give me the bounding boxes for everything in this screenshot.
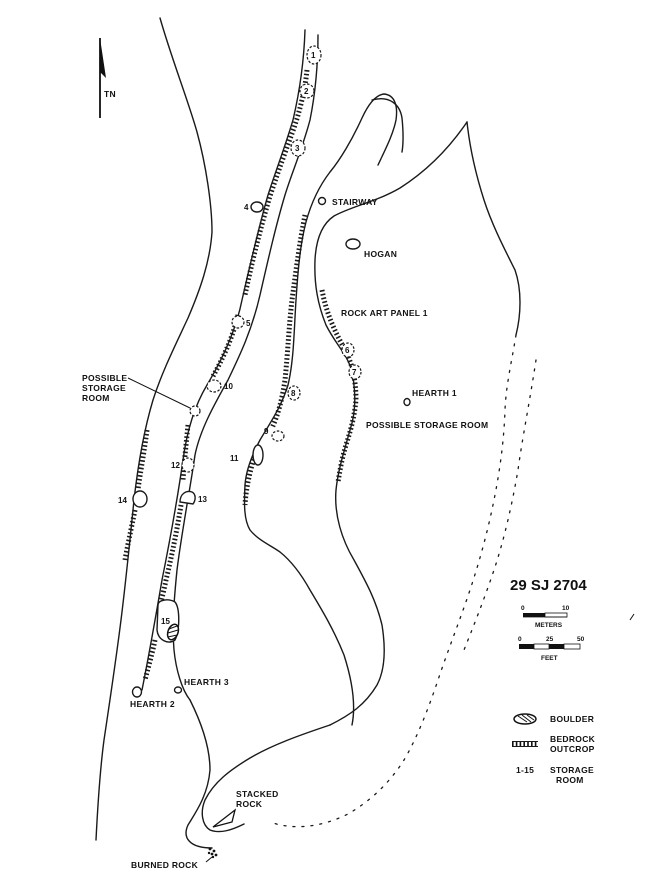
west-ledge-outer — [141, 29, 306, 691]
room-13-label: 13 — [198, 495, 207, 504]
north-arrow: TN — [99, 38, 116, 118]
possible-storage-west-line3: ROOM — [82, 393, 110, 403]
burned-rock: BURNED ROCK — [131, 847, 218, 870]
feet-tick-25: 25 — [546, 636, 554, 643]
legend-boulder-label: BOULDER — [550, 714, 594, 724]
room-1-label: 1 — [311, 51, 316, 60]
north-label: TN — [104, 89, 116, 99]
possible-storage-west-line1: POSSIBLE — [82, 373, 127, 383]
room-3-label: 3 — [295, 144, 300, 153]
legend-bedrock-line1: BEDROCK — [550, 734, 596, 744]
hogan-label: HOGAN — [364, 249, 397, 259]
meters-tick-0: 0 — [521, 605, 525, 612]
bedrock-east — [319, 289, 359, 483]
hogan: HOGAN — [345, 238, 397, 259]
meters-tick-10: 10 — [562, 605, 570, 612]
central-promontory — [244, 93, 398, 486]
south-canyon-floor — [201, 724, 331, 833]
legend: BOULDER BEDROCK OUTCROP 1-15 STORAGE ROO… — [512, 713, 596, 785]
legend-room-key: 1-15 — [516, 765, 534, 775]
room-15-label: 15 — [161, 617, 170, 626]
hearth-1: HEARTH 1 — [403, 388, 457, 407]
room-7-label: 7 — [352, 368, 357, 377]
east-canyon-rim — [466, 121, 521, 336]
bedrock-central-west — [269, 214, 308, 430]
room-12-label: 12 — [171, 461, 180, 470]
storage-rooms: 1 2 3 4 5 6 7 8 9 10 11 12 13 14 15 — [118, 45, 362, 643]
possible-storage-room-west: POSSIBLE STORAGE ROOM — [82, 373, 201, 417]
meters-unit: METERS — [535, 622, 563, 629]
room-6-label: 6 — [345, 346, 350, 355]
site-number: 29 SJ 2704 — [510, 577, 587, 594]
room-4-label: 4 — [244, 203, 249, 212]
stacked-rock: STACKED ROCK — [212, 789, 279, 828]
room-5-label: 5 — [246, 319, 251, 328]
feet-tick-50: 50 — [577, 636, 585, 643]
legend-bedrock: BEDROCK OUTCROP — [512, 734, 596, 754]
hearth-3: HEARTH 3 — [173, 677, 229, 694]
stairway-label: STAIRWAY — [332, 197, 378, 207]
east-canyon-dashed — [269, 334, 517, 828]
rock-art-label: ROCK ART PANEL 1 — [341, 308, 428, 318]
legend-bedrock-line2: OUTCROP — [550, 744, 595, 754]
room-9-label: 9 — [264, 427, 269, 436]
stacked-rock-line2: ROCK — [236, 799, 263, 809]
hearth-3-label: HEARTH 3 — [184, 677, 229, 687]
room-10-label: 10 — [224, 382, 233, 391]
edge-mark — [629, 613, 635, 621]
west-canyon-edge — [95, 17, 213, 841]
stairway: STAIRWAY — [317, 196, 378, 207]
possible-storage-west-line2: STORAGE — [82, 383, 126, 393]
burned-rock-label: BURNED ROCK — [131, 860, 199, 870]
bedrock-outcrops-west — [122, 69, 310, 681]
room-8-label: 8 — [291, 389, 296, 398]
room-11-label: 11 — [230, 454, 239, 463]
south-canyon-bottom — [185, 699, 213, 849]
feet-unit: FEET — [541, 655, 558, 662]
far-east-dashed — [461, 359, 537, 656]
legend-room-line2: ROOM — [556, 775, 584, 785]
hearth-2-label: HEARTH 2 — [130, 699, 175, 709]
room-14-label: 14 — [118, 496, 127, 505]
outer-canyon-edge — [371, 98, 404, 153]
boulders — [166, 623, 180, 641]
hearth-2: HEARTH 2 — [130, 686, 175, 709]
possible-storage-room-east-label: POSSIBLE STORAGE ROOM — [366, 420, 488, 430]
legend-boulder: BOULDER — [513, 713, 594, 725]
legend-storage-room: 1-15 STORAGE ROOM — [516, 765, 594, 785]
feet-tick-0: 0 — [518, 636, 522, 643]
scale-bars: 0 10 METERS 0 25 50 FEET — [518, 605, 585, 662]
room-2-label: 2 — [304, 87, 309, 96]
stacked-rock-line1: STACKED — [236, 789, 279, 799]
hearth-1-label: HEARTH 1 — [412, 388, 457, 398]
west-ledge-inner — [172, 34, 319, 701]
legend-room-line1: STORAGE — [550, 765, 594, 775]
central-promontory-base — [243, 484, 355, 726]
